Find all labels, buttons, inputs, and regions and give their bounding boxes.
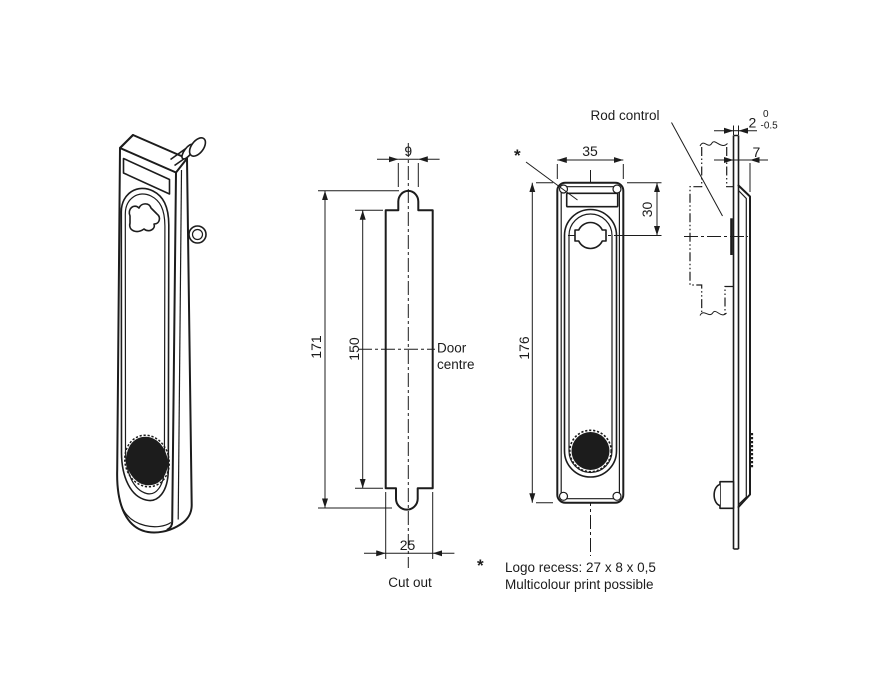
iso-thumb-button-knurl xyxy=(123,434,171,488)
rod-mechanism-phantom-left xyxy=(689,147,703,314)
dim-keyhole-offset: 30 xyxy=(639,202,655,218)
logo-recess-leader xyxy=(525,161,578,201)
dim-handle-width: 35 xyxy=(582,143,598,159)
rod-mechanism-phantom-right-top xyxy=(726,147,734,188)
front-corner-dot-tr xyxy=(612,184,622,194)
front-corner-dot-bl xyxy=(558,491,569,501)
iso-thumb-button xyxy=(126,436,168,486)
dim-cutout-slot-width: 9 xyxy=(404,143,412,159)
iso-stud-head xyxy=(188,137,207,157)
side-handle-inner xyxy=(738,190,747,505)
dim-door-thickness: 2 xyxy=(749,115,757,131)
footnote-marker: * xyxy=(477,556,484,575)
front-outline-outer xyxy=(556,181,625,504)
cutout-outline xyxy=(384,189,434,511)
rod-control-label: Rod control xyxy=(591,108,660,123)
dim-door-thickness-tol-lower: -0.5 xyxy=(761,121,779,132)
front-corner-dot-br xyxy=(612,491,622,501)
iso-grip-channel-inner xyxy=(124,193,166,495)
front-grip-channel-outer xyxy=(563,208,618,478)
front-logo-recess xyxy=(565,192,619,208)
footnote-line1: Logo recess: 27 x 8 x 0,5 xyxy=(505,560,656,575)
front-thumb-button xyxy=(571,432,610,470)
front-view: 35 30 176 * xyxy=(514,143,662,556)
dim-handle-height: 176 xyxy=(516,336,532,360)
rod-mechanism-break-top xyxy=(699,141,728,147)
isometric-view xyxy=(116,134,207,534)
cutout-caption: Cut out xyxy=(388,575,432,590)
rod-mechanism-break-bottom xyxy=(699,310,727,316)
cutout-view: 9 171 150 25 Cut out Door centre xyxy=(308,143,475,590)
iso-side-chamfer xyxy=(177,169,183,520)
front-outline-inner xyxy=(560,186,621,500)
dim-cutout-overall-height: 171 xyxy=(308,335,324,359)
door-sheet xyxy=(732,134,740,550)
dim-cutout-body-height: 150 xyxy=(346,337,362,361)
footnote-line2: Multicolour print possible xyxy=(505,577,654,592)
iso-bottom-edge xyxy=(117,485,172,528)
door-centre-label-line2: centre xyxy=(437,357,475,372)
side-rear-knob xyxy=(719,480,735,510)
front-keyhole xyxy=(574,221,607,250)
side-rear-knob-cap xyxy=(713,483,721,507)
dim-door-thickness-tol-upper: 0 xyxy=(763,109,769,120)
rod-control-leader xyxy=(671,122,723,217)
dim-cutout-width: 25 xyxy=(400,537,416,553)
iso-front-right-edge xyxy=(166,171,177,531)
door-centre-label-line1: Door xyxy=(437,341,467,356)
iso-keyhole xyxy=(128,203,161,233)
dim-projection-depth: 7 xyxy=(753,144,761,160)
logo-recess-marker: * xyxy=(514,146,521,165)
side-handle-outer xyxy=(737,184,751,508)
iso-grip-channel-outer xyxy=(120,187,170,502)
side-view: 2 0 -0.5 7 Rod control xyxy=(591,108,779,550)
front-thumb-button-knurl xyxy=(568,429,612,473)
rod-mechanism-phantom-right-bottom xyxy=(724,285,734,314)
iso-rear-boss-inner xyxy=(191,228,204,241)
iso-logo-recess xyxy=(122,157,171,195)
footnote: * Logo recess: 27 x 8 x 0,5 Multicolour … xyxy=(477,556,656,592)
